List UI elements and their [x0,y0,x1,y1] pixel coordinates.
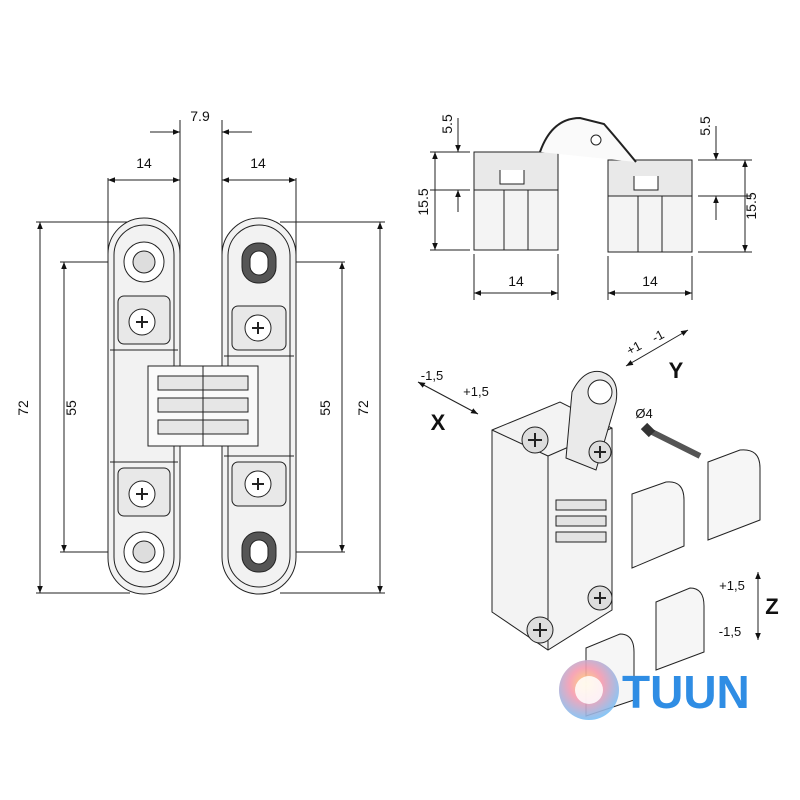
side-width-right-dimension: 14 [642,273,658,289]
brand-logo: TUUN [559,660,750,720]
z-minus-label: -1,5 [719,624,741,639]
left-width-dimension: 14 [136,155,152,171]
right-height-dimension: 72 [355,400,371,416]
right-width-dimension: 14 [250,155,266,171]
right-hole-spacing-dimension: 55 [317,400,333,416]
x-minus-label: -1,5 [421,368,443,383]
z-axis-label: Z [765,594,778,619]
z-plus-label: +1,5 [719,578,745,593]
front-view [36,120,385,595]
side-width-left-dimension: 14 [508,273,524,289]
side-top-right-dimension: 5.5 [697,116,713,136]
brand-name: TUUN [622,666,750,718]
side-body-left-dimension: 15.5 [415,188,431,215]
side-top-left-dimension: 5.5 [439,114,455,134]
side-view [430,116,752,300]
gap-dimension: 7.9 [190,108,210,124]
x-axis-label: X [431,410,446,435]
y-axis-label: Y [669,358,684,383]
side-body-right-dimension: 15.5 [743,192,759,219]
x-plus-label: +1,5 [463,384,489,399]
screw-diameter-label: Ø4 [635,406,652,421]
left-hole-spacing-dimension: 55 [63,400,79,416]
y-minus-label: -1 [649,327,666,346]
y-plus-label: +1 [624,338,644,358]
left-height-dimension: 72 [15,400,31,416]
